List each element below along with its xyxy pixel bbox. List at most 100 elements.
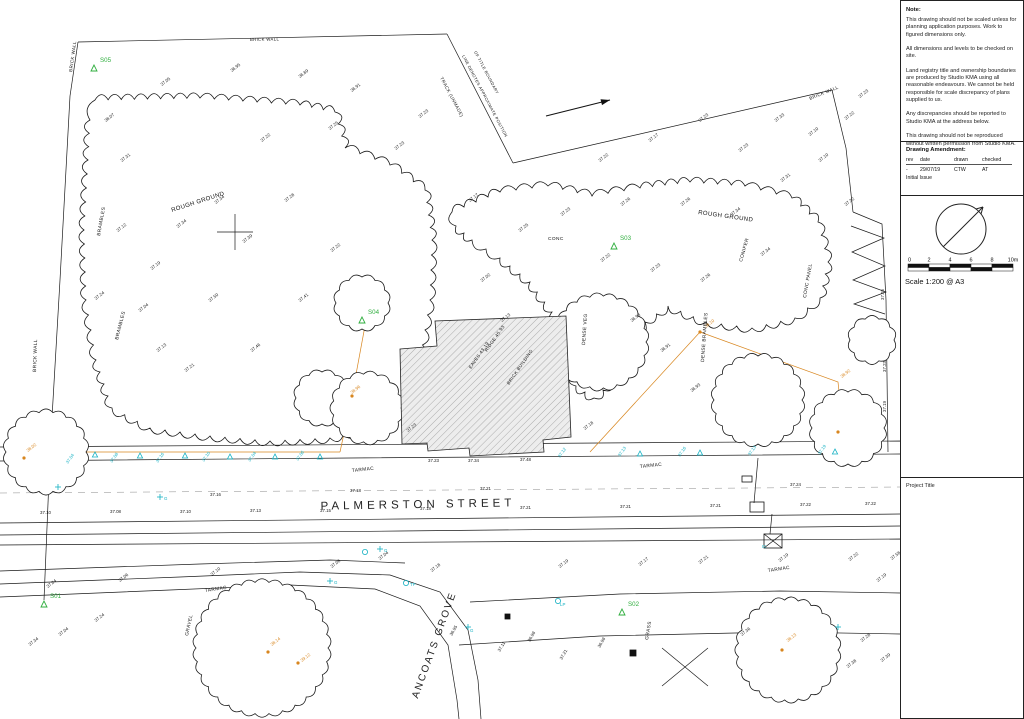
area-label: BRAMBLES [114,311,127,341]
area-label: BRICK WALL [809,85,840,101]
spot-level: 37.22 [848,551,860,562]
spot-level: 37.26 [680,196,692,207]
spot-level: 36.98 [527,630,537,642]
spot-level: 37.34 [760,246,772,257]
spot-level: 37.23 [418,108,430,119]
scale-number: 0 [908,258,911,264]
spot-level: 37.17 [468,192,480,203]
gully-icon [136,452,144,459]
gully-icon [271,453,279,460]
spot-level: 37.16 [155,451,166,463]
spot-level: 37.13 [617,445,628,457]
spot-level: 37.22 [865,501,877,506]
gully-icon [696,449,704,456]
spot-level: 37.41 [298,292,310,303]
spot-level: 37.31 [120,152,132,163]
spot-level: 37.39 [880,652,892,663]
spot-level: 37.28 [284,192,296,203]
spot-level: 37.04 [138,302,150,313]
spot-level: 37.34 [214,194,226,205]
spot-level: 37.13 [500,312,512,323]
gully-icon [831,448,839,455]
survey-line [0,584,460,719]
survey-line [0,525,901,536]
scale-segment [907,263,930,268]
spot-level: 37.22 [330,242,342,253]
compass-needle [942,206,984,248]
spot-level: 37.13 [747,444,758,456]
survey-line [0,571,482,719]
area-label: CONC PANEL [802,263,814,298]
spot-level: 38.07 [104,112,116,123]
spot-level: 37.26 [880,288,885,300]
gully-icon [636,450,644,457]
spot-level: 37.18 [583,420,595,431]
tree-canopy [329,370,404,446]
survey-line [0,513,901,524]
scale-segment [991,267,1014,272]
gully-icon [226,453,234,460]
spot-level: 37.17 [638,556,650,567]
spot-level: 37.08 [330,558,342,569]
station-marker [358,315,366,324]
compass-circle [935,203,987,255]
spot-level: 37.16 [210,492,222,497]
spot-level: 37.23 [650,262,662,273]
survey-line [589,331,701,453]
survey-line [77,33,448,43]
orange-survey-dot [836,430,840,434]
text-layer: 37.3437.3437.3937.1937.5037.1337.2137.46… [26,36,901,699]
area-label: BRICK WALL [32,339,39,372]
scale-number: 4 [948,258,951,264]
area-label: DENSE BRAMBLES [700,312,709,362]
amendment-header-rev: rev [906,157,920,165]
spot-level: 37.05 [160,76,172,87]
spot-level: 37.22 [800,502,812,507]
survey-line [446,33,514,164]
survey-line [458,631,901,646]
spot-level: 37.15 [320,508,332,513]
spot-level: 37.34 [730,206,742,217]
spot-level: G [470,628,474,633]
spot-level: 36.91 [350,82,362,93]
spot-level: 37.19 [150,260,162,271]
compass-arrow-tick [975,206,984,210]
spot-level: 37.11 [497,640,507,652]
scale-segment [991,263,1014,268]
spot-level: 37.23 [560,206,572,217]
spot-level: 36.98 [597,636,607,648]
scale-segment [949,267,972,272]
survey-line [49,95,71,453]
spot-level: 36.93 [630,312,642,323]
station-marker [90,63,98,72]
spot-level: 37.04 [378,550,390,561]
spot-level: 37.23 [738,142,750,153]
survey-line [512,89,833,164]
station-label: S01 [50,593,62,600]
amendment-header-drawn: drawn [954,157,982,165]
scale-segment [928,267,951,272]
spot-level: 37.21 [698,554,710,565]
spot-level: 37.22 [600,252,612,263]
spot-level: 37.06 [295,449,306,461]
spot-level: 37.13 [156,342,168,353]
spot-level: 37.39 [242,233,254,244]
spot-level: 38.96 [350,384,362,395]
survey-line [769,513,773,535]
survey-line [0,453,901,462]
area-label: CONIFER [738,237,751,262]
survey-line [753,457,759,504]
area-label: BRICK WALL [68,41,77,73]
spot-level: 37.23 [858,88,870,99]
gully-icon [91,451,99,458]
street-label: ANCOATS GROVE [410,590,459,699]
area-label: TARMAC [640,462,663,470]
spot-level: 37.21 [520,505,532,510]
symbols-layer [22,99,841,665]
spot-level: TP [410,582,416,587]
area-label: GRAVEL [184,614,194,636]
spot-level: 37.12 [116,222,128,233]
spot-level: 37.34 [468,458,480,463]
inspection-cover [504,613,511,620]
spot-level: 37.26 [700,272,712,283]
